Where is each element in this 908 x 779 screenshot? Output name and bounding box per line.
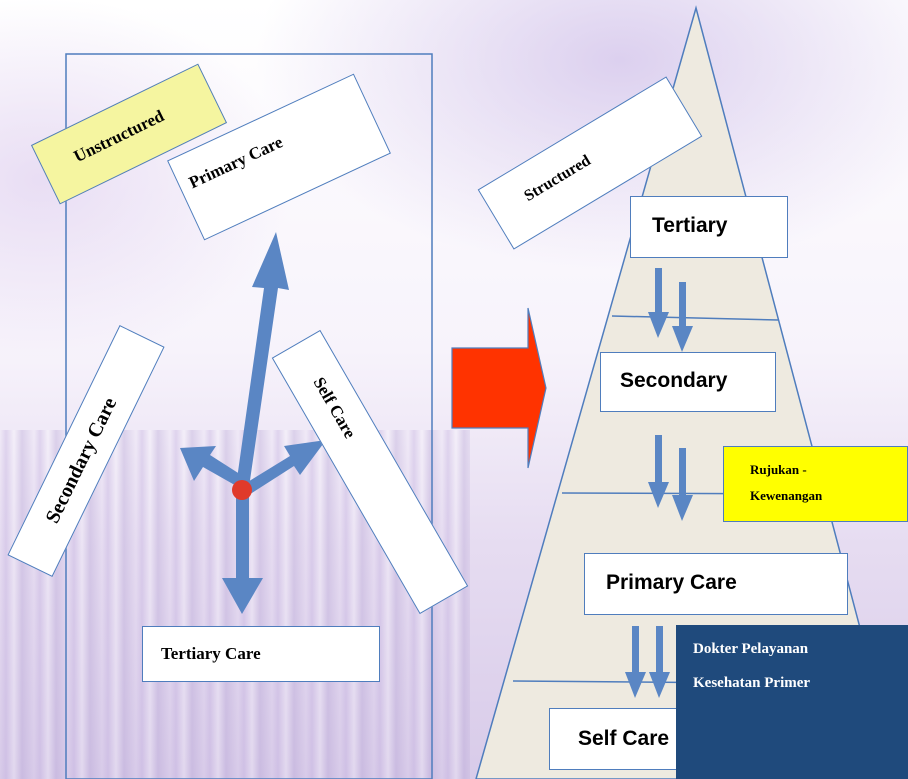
primary-level-box: Primary Care bbox=[584, 553, 848, 615]
rujukan-callout: Rujukan - Kewenangan bbox=[723, 446, 908, 522]
secondary-level-box: Secondary bbox=[600, 352, 776, 412]
rujukan-line-1: Rujukan - bbox=[750, 462, 807, 477]
left-frame bbox=[65, 53, 433, 779]
multi-direction-arrows bbox=[180, 232, 326, 614]
secondary-level-label: Secondary bbox=[620, 369, 728, 392]
down-arrows-tertiary bbox=[648, 268, 693, 352]
primary-level-label: Primary Care bbox=[606, 571, 737, 594]
dokter-line-2: Kesehatan Primer bbox=[693, 675, 811, 691]
tertiary-level-box: Tertiary bbox=[630, 196, 788, 258]
pyramid-divider-1 bbox=[611, 315, 779, 321]
self-care-label: Self Care bbox=[309, 373, 360, 442]
down-arrows-secondary bbox=[648, 435, 693, 521]
tertiary-care-box: Tertiary Care bbox=[142, 626, 380, 682]
tertiary-level-label: Tertiary bbox=[652, 214, 728, 237]
red-transition-arrow bbox=[451, 307, 547, 469]
rujukan-line-2: Kewenangan bbox=[750, 488, 823, 503]
origin-marker bbox=[232, 480, 252, 500]
self-care-level-label: Self Care bbox=[578, 727, 670, 750]
tertiary-care-label: Tertiary Care bbox=[161, 644, 261, 663]
dokter-line-1: Dokter Pelayanan bbox=[693, 641, 809, 657]
dokter-callout: Dokter Pelayanan Kesehatan Primer bbox=[676, 625, 908, 779]
down-arrows-primary bbox=[625, 626, 670, 698]
structured-label: Structured bbox=[521, 152, 594, 205]
